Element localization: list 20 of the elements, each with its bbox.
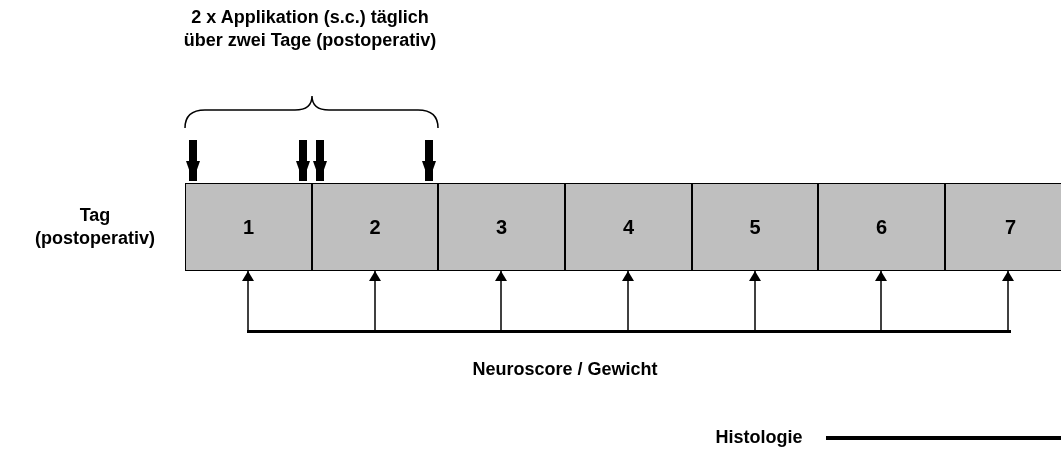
arrow	[369, 270, 381, 331]
label-text: Histologie	[700, 426, 818, 450]
arrow	[1002, 270, 1014, 331]
label-text: Neuroscore / Gewicht	[471, 358, 659, 381]
arrow	[622, 270, 634, 331]
day-cell: 3	[438, 183, 565, 271]
timeline-bar	[247, 330, 1011, 333]
label-text: Tag (postoperativ)	[34, 204, 156, 250]
day-cell: 4	[565, 183, 692, 271]
annotation-text: 2 x Applikation (s.c.) täglich über zwei Tage (postoperativ)	[182, 6, 438, 52]
day-cell: 6	[818, 183, 945, 271]
line	[826, 436, 1061, 440]
arrow	[242, 270, 254, 331]
day-cell: 7	[945, 183, 1061, 271]
day-cell: 1	[185, 183, 312, 271]
day-cell: 5	[692, 183, 818, 271]
arrow	[749, 270, 761, 331]
day-cell: 2	[312, 183, 438, 271]
arrow	[875, 270, 887, 331]
arrow	[495, 270, 507, 331]
